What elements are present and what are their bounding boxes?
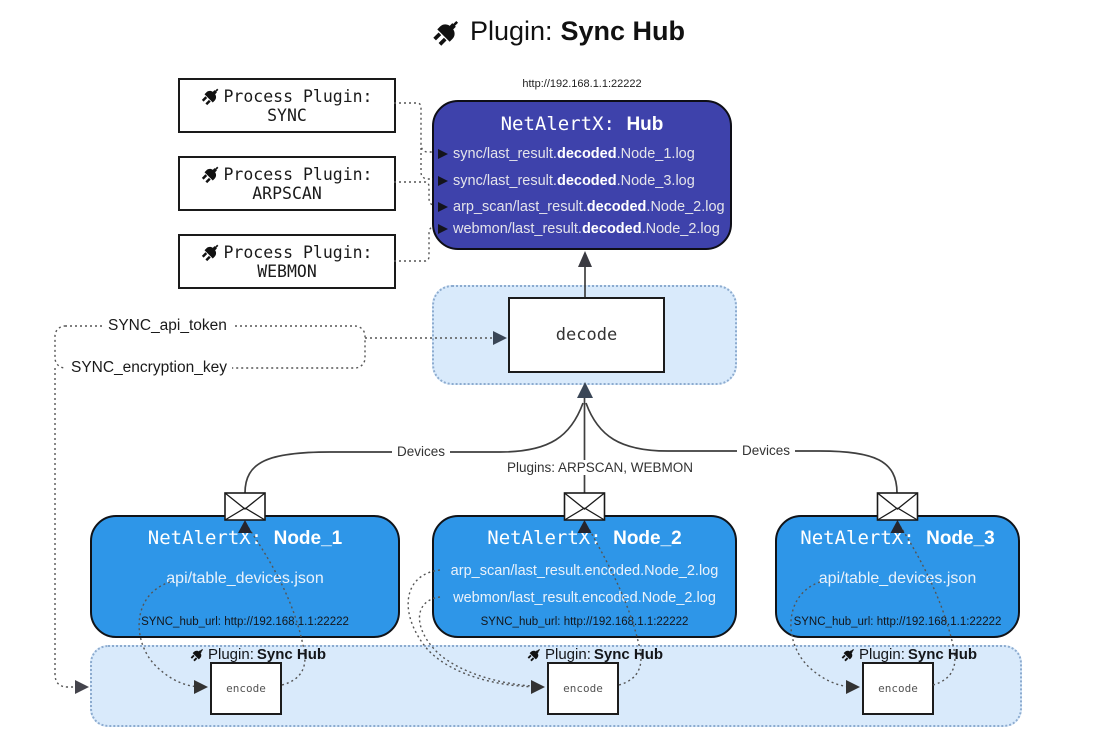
title-prefix: Plugin: (469, 16, 553, 46)
wire-secrets-to-encoders (54, 368, 80, 688)
decode-box: decode (508, 297, 665, 373)
process-plugin-box-webmon: Process Plugin: WEBMON (178, 234, 396, 289)
process-plugin-box-arpscan: Process Plugin: ARPSCAN (178, 156, 396, 211)
hub-log-text: sync/last_result.decoded.Node_1.log (453, 146, 695, 162)
plug-icon (187, 644, 208, 665)
plug-icon (426, 10, 468, 52)
hub-log-line: arp_scan/last_result.decoded.Node_2.log (438, 198, 725, 216)
process-plugin-name: SYNC (267, 106, 307, 125)
encode-label: encode (878, 682, 918, 695)
arrow-up-icon (578, 251, 592, 267)
hub-box: NetAlertX: Hub sync/last_result.decoded.… (432, 100, 732, 250)
encode-box: encode (862, 662, 934, 715)
node-3-box: NetAlertX: Node_3 api/table_devices.json… (775, 515, 1020, 638)
arrow-right-icon (438, 149, 448, 159)
hub-title: NetAlertX: Hub (434, 113, 730, 136)
encoder-plugin-label: Plugin: Sync Hub (527, 646, 663, 663)
devices-label-right: Devices (737, 443, 796, 458)
process-plugin-name: ARPSCAN (252, 184, 322, 203)
arrow-right-icon (438, 224, 448, 234)
node-file: webmon/last_result.encoded.Node_2.log (453, 590, 716, 606)
node-file: api/table_devices.json (166, 570, 324, 587)
encode-box: encode (210, 662, 282, 715)
node-title: NetAlertX: Node_3 (800, 527, 995, 549)
hub-title-name: Hub (626, 114, 664, 135)
plug-icon (197, 82, 225, 110)
process-plugin-label: Process Plugin: (223, 242, 373, 262)
encode-label: encode (563, 682, 603, 695)
encode-label: encode (226, 682, 266, 695)
node-file: api/table_devices.json (818, 570, 977, 587)
sync-api-token-label: SYNC_api_token (103, 317, 232, 335)
plug-icon (838, 644, 859, 665)
encoder-plugin-label: Plugin: Sync Hub (841, 646, 977, 663)
title-name: Sync Hub (560, 16, 686, 46)
plug-icon (524, 644, 545, 665)
page-title: Plugin: Sync Hub (0, 16, 1117, 47)
process-plugin-name: WEBMON (257, 262, 317, 281)
arrow-right-icon (75, 680, 89, 694)
node-1-box: NetAlertX: Node_1 api/table_devices.json… (90, 515, 400, 638)
wire-arpscan-to-hub (394, 181, 434, 206)
hub-title-prefix: NetAlertX: (500, 113, 615, 135)
plugins-label-center: Plugins: ARPSCAN, WEBMON (502, 460, 699, 475)
arrow-right-icon (438, 202, 448, 212)
node-hub-url: SYNC_hub_url: http://192.168.1.1:22222 (793, 616, 1002, 628)
hub-log-text: sync/last_result.decoded.Node_3.log (453, 173, 695, 189)
node-hub-url: SYNC_hub_url: http://192.168.1.1:22222 (480, 616, 689, 628)
plug-icon (197, 160, 225, 188)
hub-log-line: webmon/last_result.decoded.Node_2.log (438, 220, 720, 238)
node-title: NetAlertX: Node_2 (487, 527, 682, 549)
plug-icon (197, 238, 225, 266)
hub-log-line: sync/last_result.decoded.Node_3.log (438, 172, 695, 190)
process-plugin-label: Process Plugin: (223, 164, 373, 184)
process-plugin-label: Process Plugin: (223, 86, 373, 106)
arrow-right-icon (438, 176, 448, 186)
wire-webmon-to-hub (394, 226, 434, 262)
hub-log-text: webmon/last_result.decoded.Node_2.log (453, 221, 720, 237)
node-2-box: NetAlertX: Node_2 arp_scan/last_result.e… (432, 515, 737, 638)
node-hub-url: SYNC_hub_url: http://192.168.1.1:22222 (141, 616, 349, 628)
node-file: arp_scan/last_result.encoded.Node_2.log (450, 563, 719, 579)
devices-label-left: Devices (392, 444, 451, 459)
process-plugin-box-sync: Process Plugin: SYNC (178, 78, 396, 133)
hub-log-line: sync/last_result.decoded.Node_1.log (438, 145, 695, 163)
encode-box: encode (547, 662, 619, 715)
sync-encryption-key-label: SYNC_encryption_key (66, 359, 232, 377)
hub-log-text: arp_scan/last_result.decoded.Node_2.log (453, 199, 725, 215)
wire-sync-to-hub-1 (394, 102, 433, 153)
node-title: NetAlertX: Node_1 (147, 527, 343, 549)
encoder-plugin-label: Plugin: Sync Hub (190, 646, 326, 663)
decode-label: decode (555, 325, 618, 345)
hub-url: http://192.168.1.1:22222 (522, 78, 642, 90)
